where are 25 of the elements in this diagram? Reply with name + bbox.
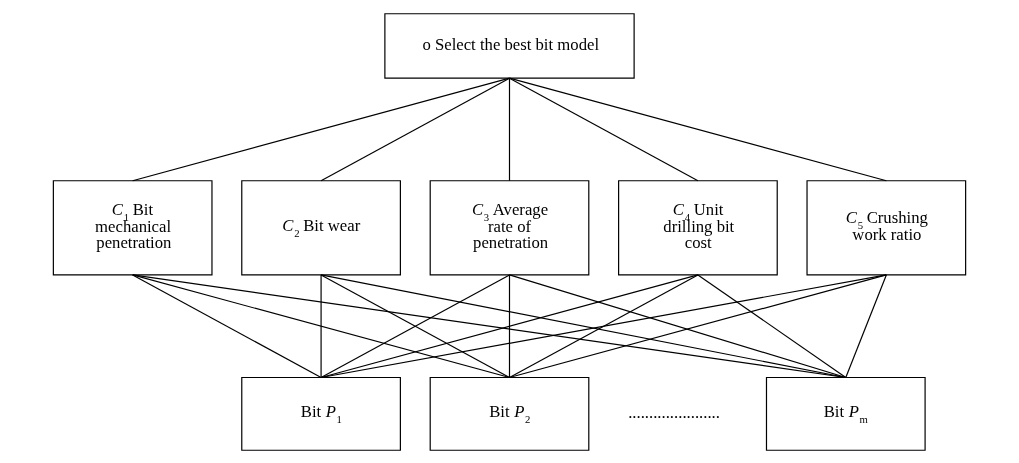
connector	[320, 273, 511, 378]
connector	[845, 273, 887, 378]
connector	[132, 273, 322, 378]
connector	[132, 77, 511, 181]
connector	[508, 77, 699, 181]
connector	[508, 273, 699, 378]
node-box: o Select the best bit model	[384, 12, 635, 79]
node-box: C$_{1}$ Bit mechanical penetration	[52, 179, 213, 276]
node-box: C$_{2}$ Bit wear	[241, 179, 401, 276]
connector	[508, 77, 511, 181]
connector	[320, 77, 511, 181]
node-box: C$_{5}$ Crushing work ratio	[806, 179, 967, 276]
node-box: Bit P$_{1}$	[241, 376, 401, 451]
connector	[697, 273, 847, 378]
connector	[132, 273, 511, 378]
connector	[320, 273, 322, 378]
connector	[508, 77, 887, 181]
label: ......................	[628, 402, 720, 422]
connector	[132, 273, 847, 378]
node-box: Bit P$_{2}$	[429, 376, 590, 451]
connector	[508, 273, 511, 378]
node-box: C$_{4}$ Unit drilling bit cost	[618, 179, 778, 276]
connector	[320, 273, 699, 378]
node-box: C$_{3}$ Average rate of penetration	[429, 179, 590, 276]
node-box: Bit P$_{m}$	[765, 376, 926, 451]
